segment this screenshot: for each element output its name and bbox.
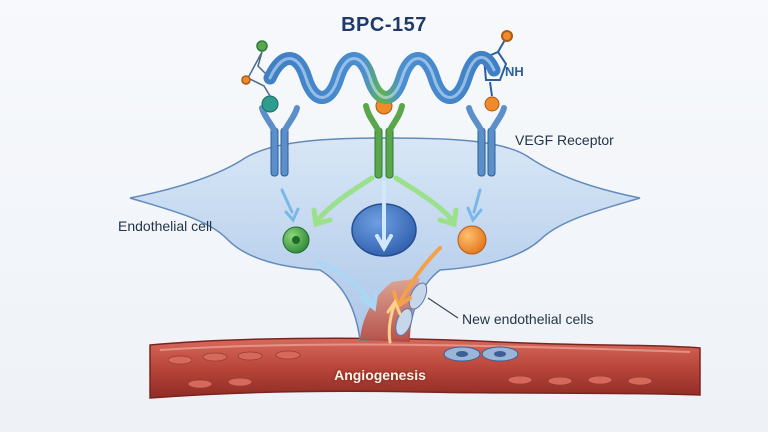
signal-arrows xyxy=(280,175,483,344)
receptor-right xyxy=(466,105,507,177)
peptide-side-chain-left xyxy=(241,40,271,97)
nh-group-label: NH xyxy=(505,64,524,79)
orange-signal-molecule xyxy=(457,225,487,255)
process-label: Angiogenesis xyxy=(334,367,426,383)
receptor-center xyxy=(363,103,405,179)
receptor-label: VEGF Receptor xyxy=(515,132,614,148)
teal-ligand xyxy=(261,95,279,113)
endothelial-cell-label: Endothelial cell xyxy=(118,218,213,234)
diagram-title: BPC-157 xyxy=(341,14,427,36)
receptor-left xyxy=(259,105,300,177)
blood-vessel xyxy=(149,337,701,399)
vessel-cells xyxy=(167,350,653,389)
new-cells-label: New endothelial cells xyxy=(462,311,594,327)
new-endothelial-cells xyxy=(395,282,519,362)
new-cells-pointer xyxy=(427,297,459,319)
peptide-ring-right xyxy=(482,30,513,97)
orange-ligand-right xyxy=(484,96,500,112)
